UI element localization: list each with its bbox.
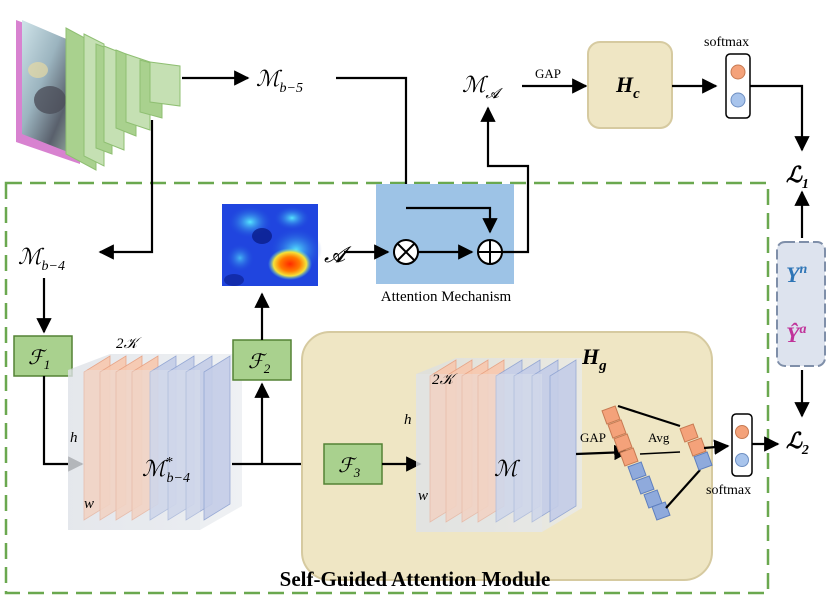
m-b4-label: ℳb−4 — [18, 244, 65, 274]
l1-label: ℒ1 — [786, 162, 809, 192]
gap-vector-icon — [601, 405, 671, 521]
h-g-label: Hg — [581, 344, 607, 374]
f1-label: ℱ1 — [28, 347, 50, 372]
circle-plus-icon — [477, 239, 503, 265]
module-title: Self-Guided Attention Module — [280, 567, 551, 591]
module-dashed-border — [4, 181, 770, 595]
avg-vector-icon — [679, 423, 713, 471]
k2-left-label: 2𝒦 — [116, 336, 143, 352]
backbone-network — [16, 20, 181, 171]
m-a-label: ℳ𝓐 — [462, 72, 504, 102]
softmax-top-label: softmax — [704, 35, 749, 50]
f2-label: ℱ2 — [248, 351, 271, 376]
l2-label: ℒ2 — [786, 428, 809, 458]
w-left-label: w — [84, 496, 94, 512]
h-right-label: h — [404, 412, 412, 428]
f3-label: ℱ3 — [338, 455, 361, 480]
m-star-label: ℳ*b−4 — [142, 455, 190, 486]
m-b5-label: ℳb−5 — [256, 66, 303, 96]
attention-map-label: 𝓐 — [324, 242, 352, 267]
two-dot-vector-icon — [725, 53, 751, 119]
attention-mechanism-box — [376, 184, 514, 284]
h-left-label: h — [70, 430, 78, 446]
y-n-label: Yn — [786, 262, 807, 287]
two-dot-vector-icon-bottom — [731, 413, 753, 477]
f3-block — [323, 443, 383, 485]
y-a-label: Ŷa — [786, 322, 806, 347]
attention-heatmap-image — [222, 204, 322, 286]
h-c-label: Hc — [615, 72, 640, 102]
label-box — [776, 241, 826, 367]
m-right-label: ℳ — [494, 456, 521, 481]
gap-bottom-label: GAP — [580, 430, 606, 445]
w-right-label: w — [418, 488, 428, 504]
feature-stack-right — [416, 358, 582, 532]
circle-times-icon — [393, 239, 419, 265]
attention-mechanism-label: Attention Mechanism — [381, 289, 512, 305]
softmax-bottom-label: softmax — [706, 483, 751, 498]
gap-top-label: GAP — [535, 66, 561, 81]
avg-label: Avg — [648, 430, 670, 445]
k2-right-label: 2𝒦 — [432, 372, 459, 388]
feature-stack-left — [68, 354, 242, 530]
